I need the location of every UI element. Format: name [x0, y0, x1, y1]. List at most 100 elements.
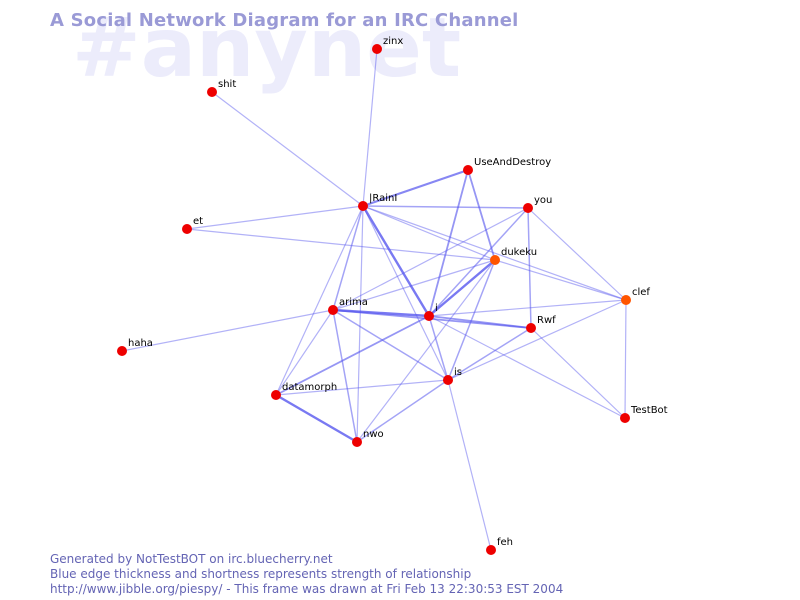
node-label-is: is — [454, 367, 462, 378]
footer-timestamp: http://www.jibble.org/piespy/ - This fra… — [50, 582, 564, 596]
edge-you-clef — [527, 207, 627, 301]
node-TestBot: TestBot — [620, 405, 668, 423]
edge-arima-datamorph — [275, 309, 334, 396]
edge-dukeku-nwo — [356, 259, 496, 443]
edge-layer — [121, 48, 627, 551]
node-nwo: nwo — [352, 429, 384, 447]
edge-zinx-IRainI — [362, 48, 378, 207]
node-et: et — [182, 216, 203, 234]
edge-IRainI-dukeku — [362, 205, 496, 261]
edge-dukeku-is — [447, 259, 496, 381]
node-clef: clef — [621, 287, 650, 305]
node-dot-you — [523, 203, 533, 213]
node-label-shit: shit — [218, 79, 236, 90]
node-dot-IRainI — [358, 201, 368, 211]
node-dukeku: dukeku — [490, 247, 537, 265]
edge-i-is — [428, 315, 449, 381]
page-title: A Social Network Diagram for an IRC Chan… — [50, 10, 519, 31]
edge-clef-TestBot — [624, 299, 627, 419]
node-dot-TestBot — [620, 413, 630, 423]
node-dot-arima — [328, 305, 338, 315]
edge-i-TestBot — [428, 315, 626, 419]
node-dot-Rwf — [526, 323, 536, 333]
node-UseAndDestroy: UseAndDestroy — [463, 157, 551, 175]
node-label-clef: clef — [632, 287, 650, 298]
node-label-IRainI: |RainI — [369, 193, 397, 204]
node-dot-i — [424, 311, 434, 321]
edge-is-feh — [447, 379, 492, 551]
node-label-haha: haha — [128, 338, 153, 349]
node-label-feh: feh — [497, 537, 513, 548]
edge-Rwf-TestBot — [530, 327, 626, 419]
edge-arima-haha — [121, 309, 334, 352]
node-label-TestBot: TestBot — [630, 405, 668, 416]
node-dot-shit — [207, 87, 217, 97]
edge-i-Rwf — [428, 315, 532, 329]
edge-is-nwo — [356, 379, 449, 443]
node-label-UseAndDestroy: UseAndDestroy — [474, 157, 551, 168]
node-IRainI: |RainI — [358, 193, 397, 211]
node-dot-clef — [621, 295, 631, 305]
edge-et-IRainI — [186, 205, 364, 230]
footer: Generated by NotTestBOT on irc.bluecherr… — [50, 552, 563, 597]
node-dot-datamorph — [271, 390, 281, 400]
node-dot-haha — [117, 346, 127, 356]
node-datamorph: datamorph — [271, 382, 337, 400]
edge-you-Rwf — [527, 207, 532, 329]
edge-Rwf-is — [447, 327, 532, 381]
edge-IRainI-clef — [362, 205, 627, 301]
node-dot-zinx — [372, 44, 382, 54]
node-haha: haha — [117, 338, 153, 356]
edge-dukeku-arima — [332, 259, 496, 311]
node-dot-et — [182, 224, 192, 234]
node-label-you: you — [534, 195, 552, 206]
edge-IRainI-UseAndDestroy — [361, 168, 470, 208]
node-arima: arima — [328, 297, 368, 315]
edge-you-arima — [332, 207, 529, 311]
node-shit: shit — [207, 79, 236, 97]
node-dot-dukeku — [490, 255, 500, 265]
edge-IRainI-is — [362, 205, 449, 381]
edge-IRainI-you — [362, 205, 529, 209]
node-Rwf: Rwf — [526, 315, 556, 333]
node-dot-UseAndDestroy — [463, 165, 473, 175]
channel-watermark: #anynet — [72, 1, 461, 96]
node-label-i: i — [435, 303, 438, 314]
edge-arima-nwo — [332, 309, 358, 443]
footer-legend-note: Blue edge thickness and shortness repres… — [50, 567, 472, 581]
edge-IRainI-nwo — [356, 205, 364, 443]
edge-UseAndDestroy-i — [428, 169, 469, 317]
node-dot-is — [443, 375, 453, 385]
node-you: you — [523, 195, 552, 213]
node-dot-nwo — [352, 437, 362, 447]
edge-i-clef — [428, 299, 627, 317]
edge-IRainI-arima — [332, 205, 364, 311]
footer-generated-by: Generated by NotTestBOT on irc.bluecherr… — [50, 552, 333, 566]
edge-i-datamorph — [275, 315, 430, 396]
edge-datamorph-nwo — [274, 393, 359, 444]
edge-is-datamorph — [275, 379, 449, 396]
edge-you-i — [428, 207, 529, 317]
node-label-Rwf: Rwf — [537, 315, 556, 326]
edge-arima-is — [332, 309, 449, 381]
node-feh: feh — [486, 537, 513, 555]
node-label-et: et — [193, 216, 203, 227]
edge-dukeku-clef — [494, 259, 627, 301]
edge-IRainI-i — [361, 204, 431, 318]
node-label-zinx: zinx — [383, 36, 403, 47]
edge-shit-IRainI — [211, 91, 364, 207]
node-label-datamorph: datamorph — [282, 382, 337, 393]
edge-IRainI-datamorph — [275, 205, 364, 396]
node-label-dukeku: dukeku — [501, 247, 537, 258]
node-label-arima: arima — [339, 297, 368, 308]
node-is: is — [443, 367, 462, 385]
node-zinx: zinx — [372, 36, 403, 54]
node-dot-feh — [486, 545, 496, 555]
edge-UseAndDestroy-dukeku — [467, 169, 496, 261]
node-i: i — [424, 303, 438, 321]
node-label-nwo: nwo — [363, 429, 384, 440]
edge-clef-is — [447, 299, 627, 381]
edge-et-dukeku — [186, 228, 496, 261]
